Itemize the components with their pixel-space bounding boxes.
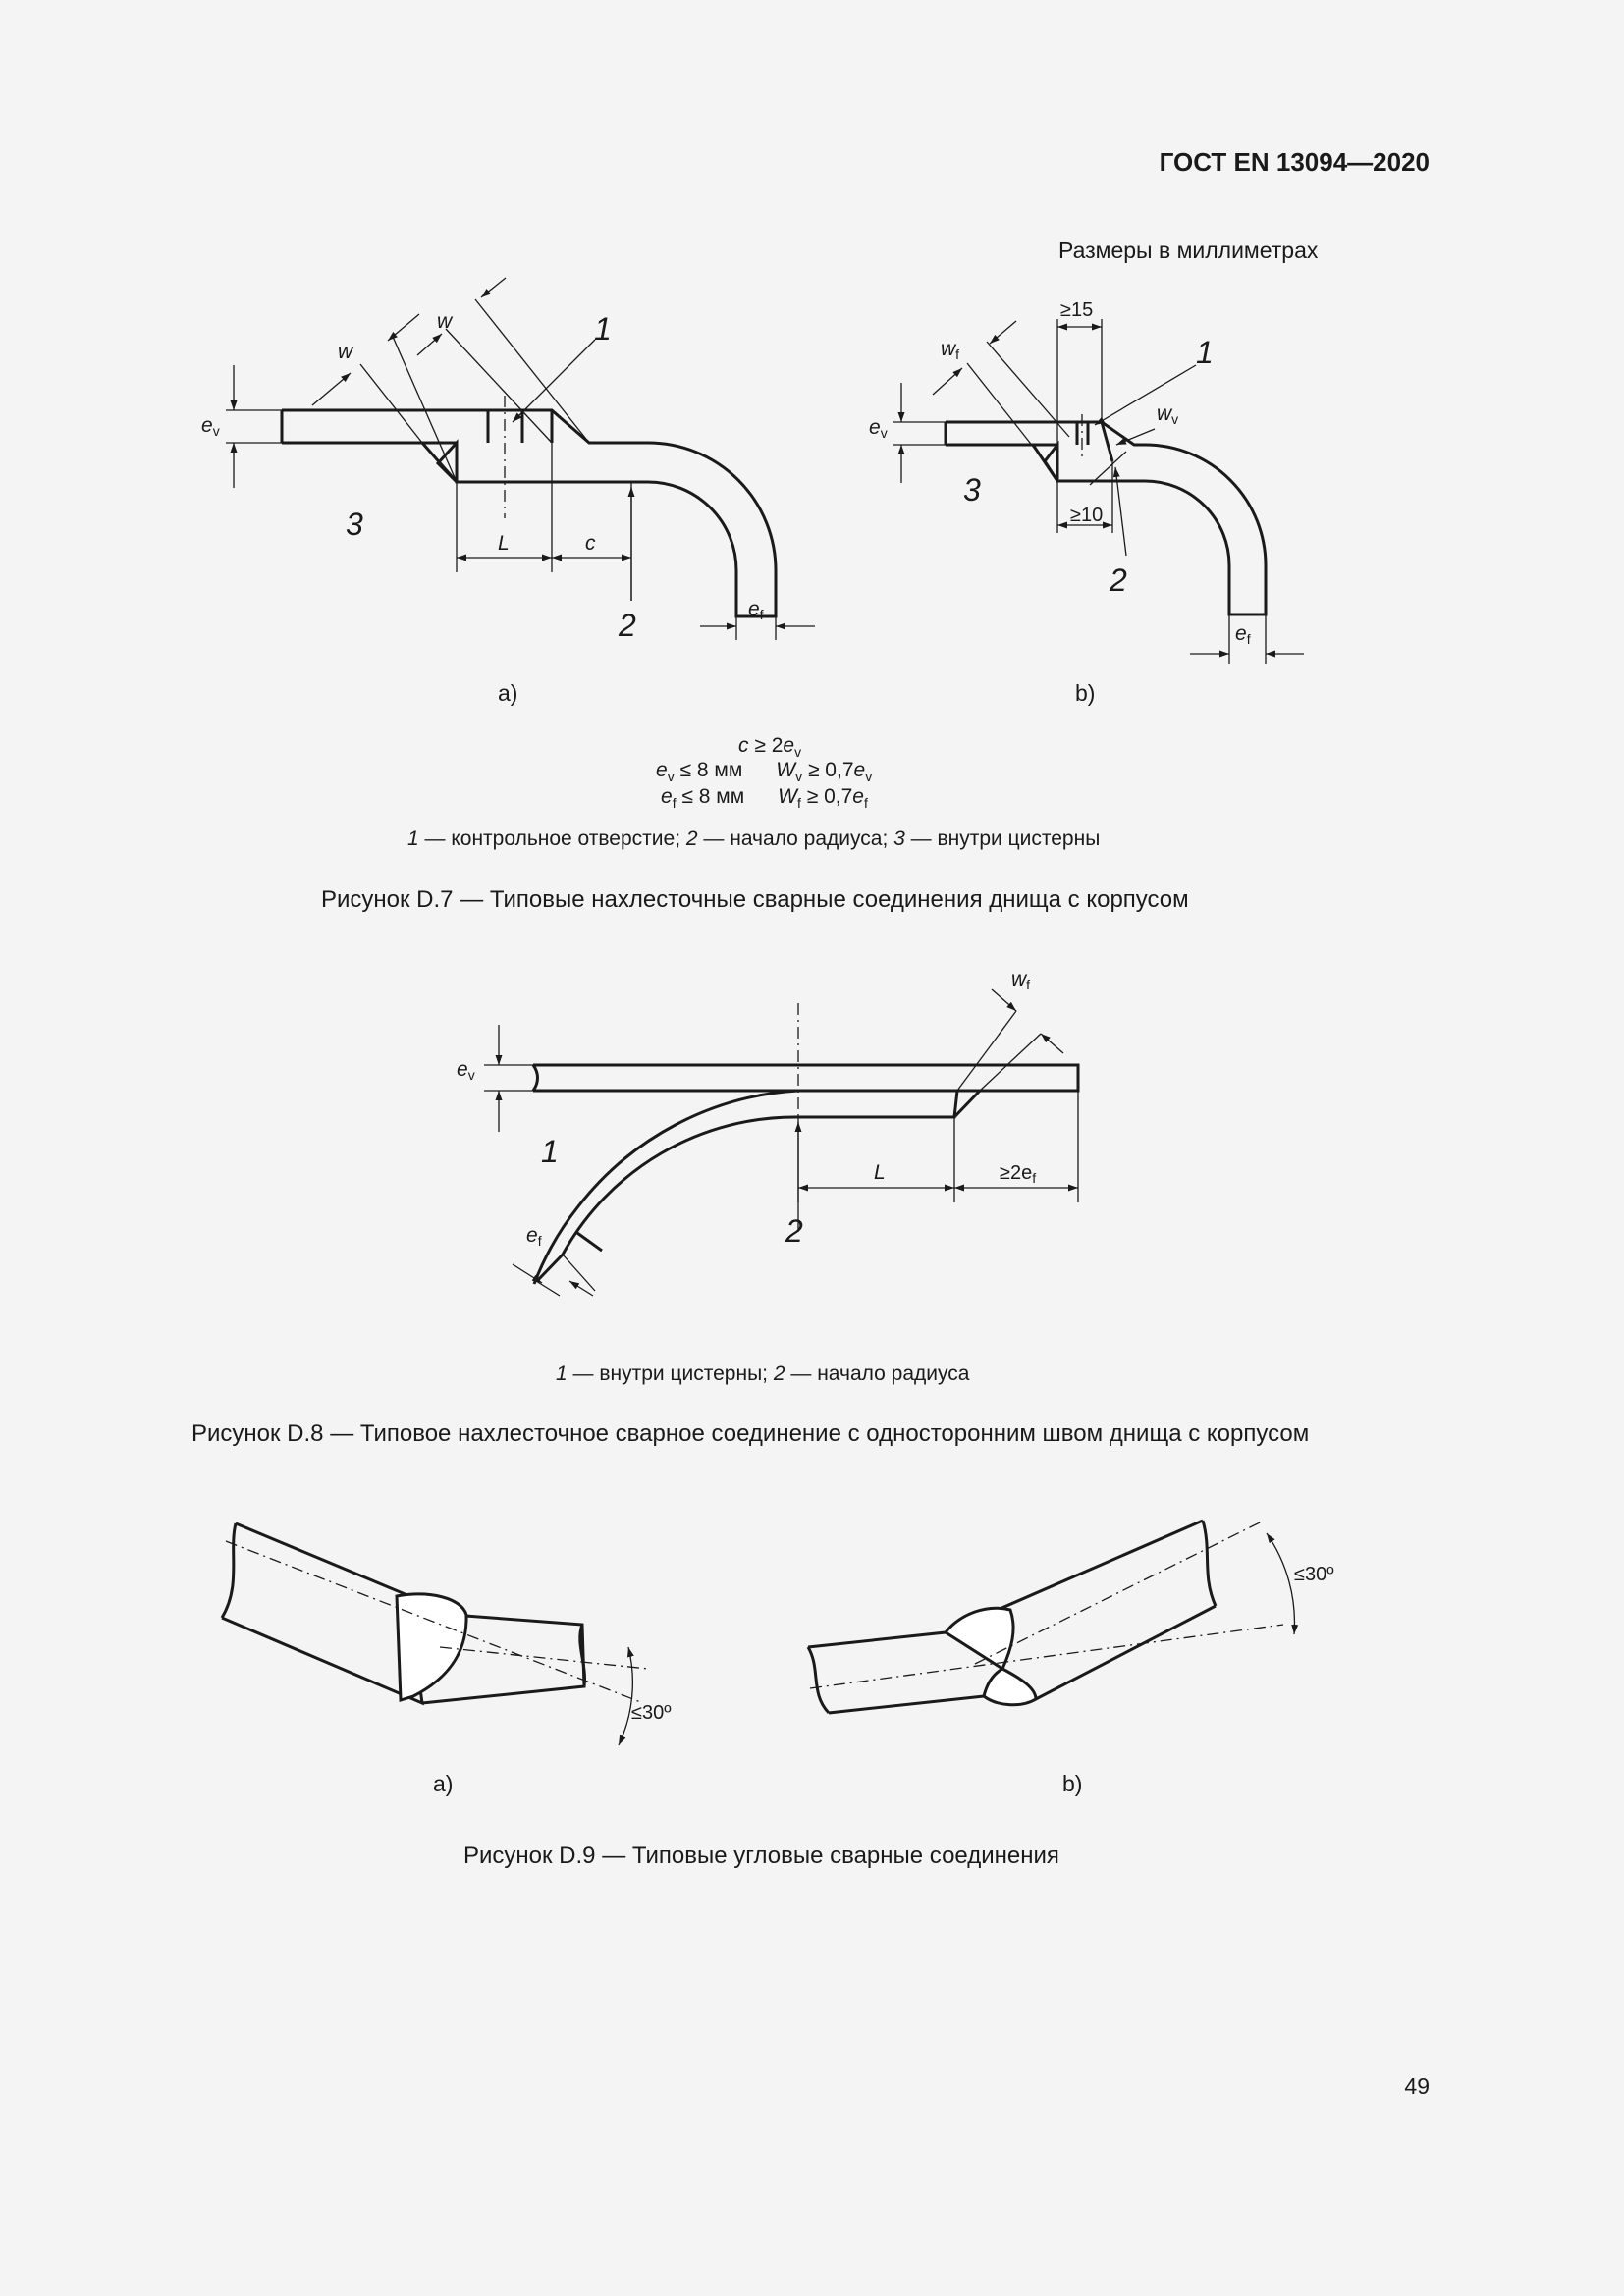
d9a-left-plate — [221, 1522, 424, 1706]
d8-wf-label: wf — [1011, 968, 1030, 992]
d7b-ef-label: ef — [1235, 622, 1251, 647]
d9a-axis-1 — [225, 1540, 644, 1704]
d9b-axis-2 — [974, 1521, 1263, 1665]
d7b-plates — [944, 420, 1268, 616]
d7b-ge15-label: ≥15 — [1060, 299, 1093, 321]
d9b-weld-top — [943, 1606, 1015, 1672]
d8-ev-label: ev — [457, 1058, 475, 1083]
d7-caption: Рисунок D.7 — Типовые нахлесточные сварн… — [321, 886, 1189, 913]
d9a-axis-2 — [439, 1646, 649, 1670]
d7b-callout-3: 3 — [963, 472, 981, 507]
formula-line-1: c ≥ 2ev — [738, 734, 802, 761]
d9a-weld — [395, 1592, 468, 1703]
d7a-L-label: L — [498, 532, 510, 555]
d8-callout-2: 2 — [785, 1213, 803, 1249]
d7a-c-label: c — [585, 532, 596, 555]
d9b-sublabel: b) — [1062, 1771, 1083, 1796]
figure-d7-drawing: ev w w 1 L c 2 3 ef — [201, 277, 1304, 664]
d9-caption: Рисунок D.9 — Типовые угловые сварные со… — [463, 1842, 1059, 1869]
d7a-plates — [280, 408, 778, 618]
d7a-sublabel: a) — [498, 680, 518, 706]
d7b-sublabel: b) — [1075, 680, 1096, 706]
d8-head — [532, 1089, 1078, 1285]
d8-top-plate — [533, 1063, 1080, 1093]
d7-legend: 1 — контрольное отверстие; 2 — начало ра… — [407, 828, 1101, 850]
document-id: ГОСТ EN 13094—2020 — [1159, 147, 1430, 177]
page-number: 49 — [1404, 2073, 1430, 2099]
d7b-callout-2: 2 — [1109, 562, 1127, 598]
d7a-callout-3: 3 — [346, 507, 363, 542]
d8-callout-1: 1 — [541, 1134, 559, 1169]
d7a-ev-label: ev — [201, 414, 220, 439]
figure-d9-drawing: ≤30º ≤30º — [220, 1519, 1334, 1746]
d7a-callout-2: 2 — [618, 608, 636, 643]
figure-d7b: ev wf ≥15 1 wv ≥10 2 3 ef — [869, 299, 1304, 664]
d8-ef-label: ef — [526, 1224, 542, 1249]
d9a-angle-label: ≤30º — [631, 1702, 672, 1724]
d7b-callout-1: 1 — [1196, 335, 1214, 370]
units-note: Размеры в миллиметрах — [1058, 238, 1319, 263]
d8-legend: 1 — внутри цистерны; 2 — начало радиуса — [556, 1362, 970, 1385]
d8-ge2ef-label: ≥2ef — [1000, 1162, 1036, 1186]
figure-d9a: ≤30º — [220, 1522, 672, 1746]
figure-d9b: ≤30º — [806, 1519, 1334, 1715]
d8-caption: Рисунок D.8 — Типовое нахлесточное сварн… — [191, 1420, 1310, 1447]
d8-L-label: L — [874, 1161, 886, 1184]
d7a-callout-1: 1 — [594, 311, 612, 347]
d9b-axis-1 — [809, 1624, 1284, 1689]
d7a-w1-label: w — [338, 341, 354, 363]
d7a-w2-label: w — [437, 310, 454, 333]
figure-d7a: ev w w 1 L c 2 3 ef — [201, 277, 815, 643]
d7b-wf-label: wf — [941, 338, 959, 362]
d9b-angle-label: ≤30º — [1294, 1564, 1334, 1585]
d7b-ge10-label: ≥10 — [1070, 505, 1103, 526]
figure-d8-drawing: ev wf L ≥2ef 2 1 ef — [457, 968, 1080, 1297]
d9b-weld-bottom — [982, 1667, 1038, 1707]
d7b-ev-label: ev — [869, 416, 888, 441]
d7b-wv-label: wv — [1157, 402, 1178, 427]
d9a-sublabel: a) — [433, 1771, 454, 1796]
d7a-ef-label: ef — [748, 598, 764, 622]
